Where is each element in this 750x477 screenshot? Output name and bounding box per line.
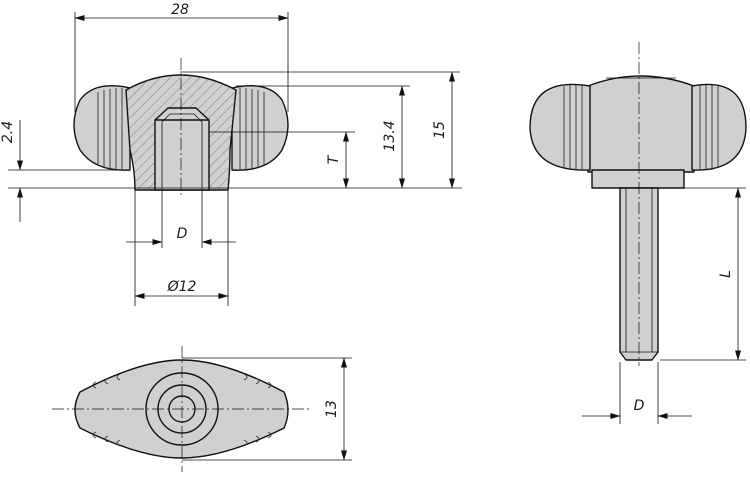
dim-2-4: 2.4 xyxy=(0,121,16,143)
side-view xyxy=(529,42,747,366)
side-dimensions: L D xyxy=(582,187,746,424)
dim-D-bore: D xyxy=(177,226,188,242)
front-section-view xyxy=(73,58,289,196)
dim-L: L xyxy=(718,270,734,278)
dim-15: 15 xyxy=(432,121,448,139)
side-collar xyxy=(591,169,685,189)
top-dimensions: 13 xyxy=(182,357,352,461)
left-wing-knurl xyxy=(97,88,123,170)
dim-diameter-12: Ø12 xyxy=(167,279,197,295)
top-view xyxy=(52,346,312,472)
top-knurl-left xyxy=(92,373,121,447)
dim-13-4: 13.4 xyxy=(382,120,398,151)
right-wing-knurl xyxy=(239,88,265,170)
dim-T: T xyxy=(326,154,342,164)
side-head xyxy=(587,75,695,173)
top-knurl-right xyxy=(243,373,272,447)
dim-28: 28 xyxy=(171,2,189,18)
front-dimensions: 28 15 13.4 T 2.4 D Ø12 xyxy=(0,2,462,306)
dim-13: 13 xyxy=(324,400,340,418)
side-knurl-left xyxy=(563,85,583,170)
dim-D-stud: D xyxy=(634,398,645,414)
side-knurl-right xyxy=(699,85,719,170)
